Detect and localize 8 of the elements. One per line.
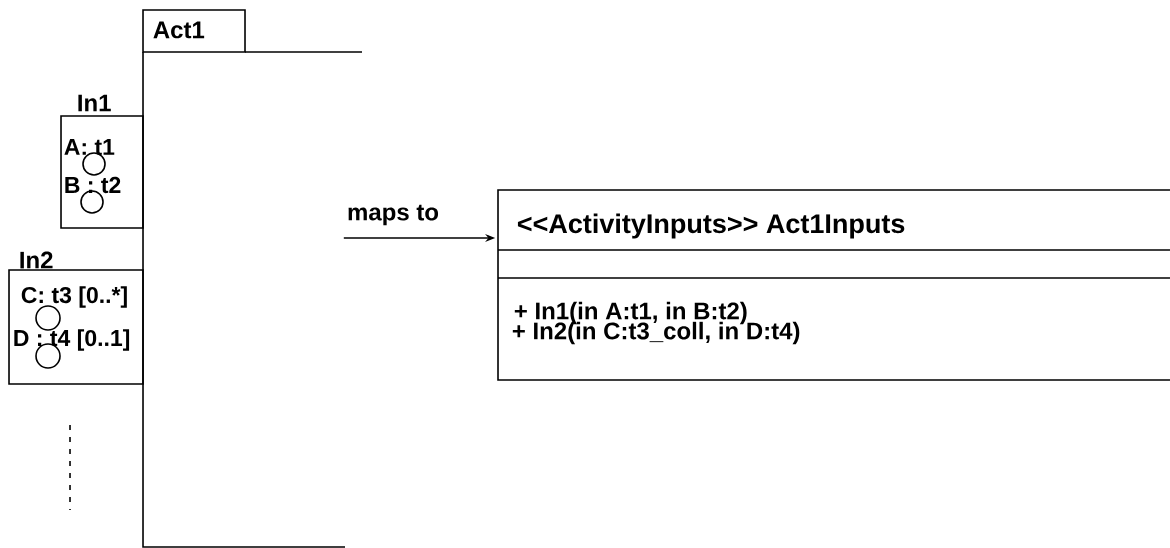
port-circle bbox=[35, 305, 61, 331]
pin-name: In1 bbox=[78, 94, 111, 112]
parameter-label: C: t3 [0..*] bbox=[21, 286, 127, 308]
pin-box bbox=[8, 269, 144, 385]
parameter-label: D : t4 [0..1] bbox=[14, 329, 130, 351]
pin-name: In2 bbox=[20, 251, 53, 269]
parameter-label: A: t1 bbox=[64, 139, 115, 155]
pin-box bbox=[60, 115, 144, 229]
